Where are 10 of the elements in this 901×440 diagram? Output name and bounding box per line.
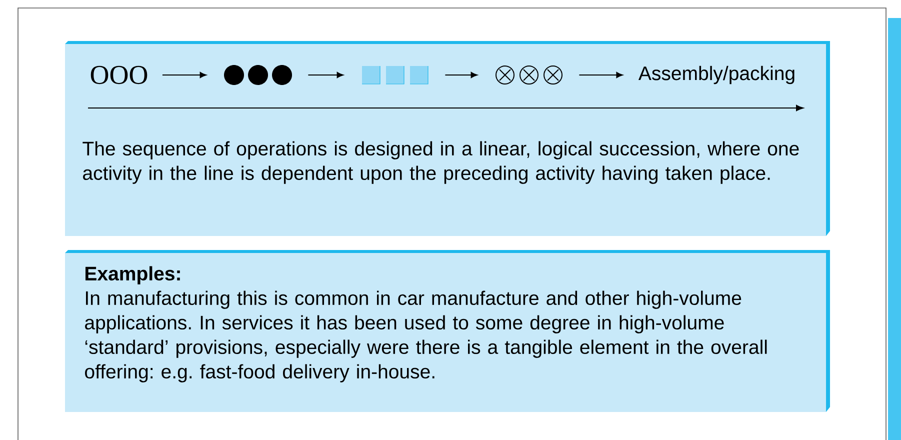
arrow (445, 72, 478, 78)
step-label: Assembly/packing (638, 66, 794, 84)
arrow (308, 72, 344, 78)
info-panel: Examples: In manufacturing this is common in car manufacture and other high-volume applications. In services it has been used to some degree in high-volume ‘standard’ provisions, especially were there is a tangible element in the overall offering: e.g. fast-food delivery in-house. (65, 250, 830, 412)
square-symbols (362, 66, 428, 84)
step-label: OOO (90, 66, 148, 84)
crossed-circles (496, 66, 562, 84)
arrow (162, 72, 206, 78)
arrow (579, 72, 623, 78)
filled-dots (224, 65, 292, 85)
